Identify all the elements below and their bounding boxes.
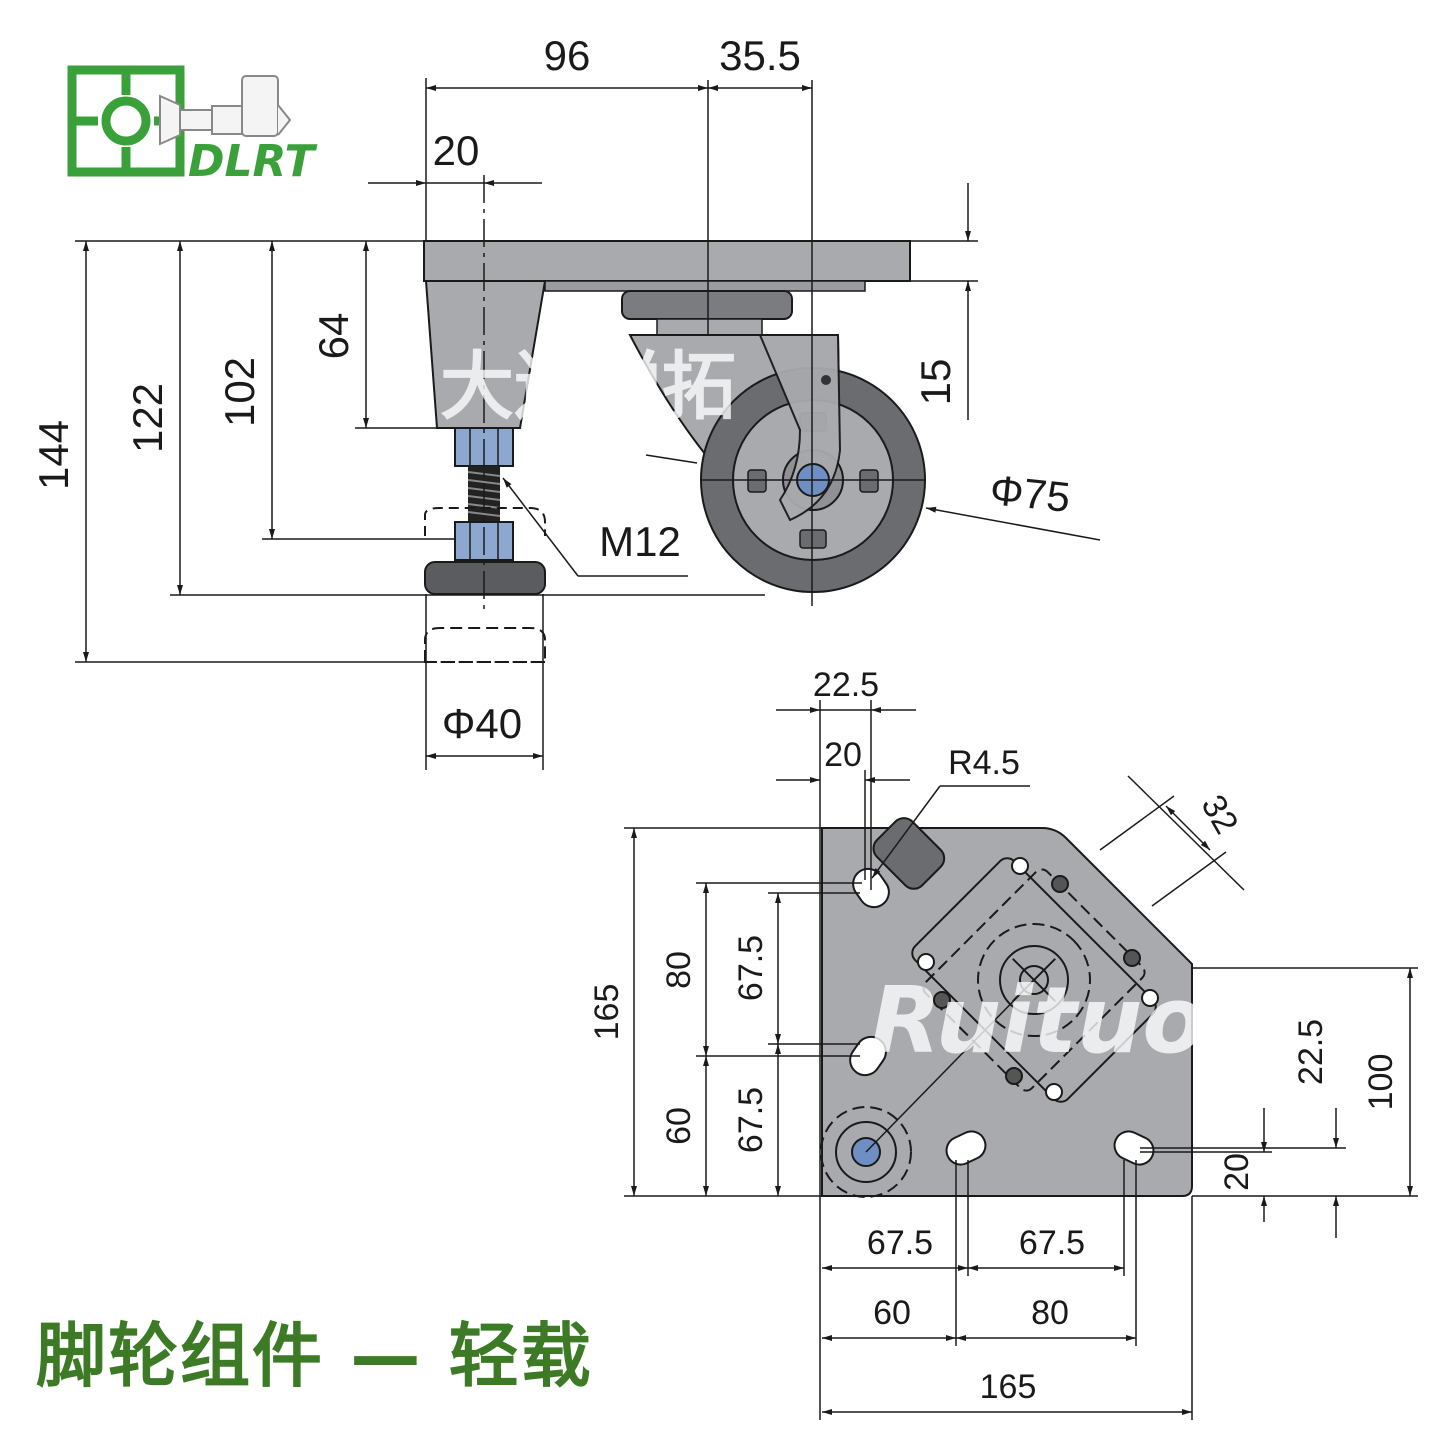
mounting-holes (917, 857, 1159, 1101)
foot-pad (424, 561, 546, 595)
dim-32: 32 (1194, 789, 1246, 841)
dim-60-left: 60 (660, 1107, 698, 1145)
dim-100-right: 100 (1362, 1054, 1400, 1111)
brand-text: DLRT (188, 136, 317, 187)
watermark-cn: 大连锐拓 (440, 344, 736, 430)
dim-r4-5: R4.5 (948, 744, 1020, 782)
brake-pin (821, 375, 831, 385)
page-title: 脚轮组件 — 轻载 (36, 1315, 593, 1397)
dim-67-5-left-a: 67.5 (732, 935, 770, 1001)
dim-122: 122 (124, 383, 171, 453)
dim-35-5: 35.5 (719, 32, 801, 79)
dim-80-bot: 80 (1031, 1294, 1069, 1332)
dim-20: 20 (433, 127, 480, 174)
dim-phi40: Φ40 (442, 700, 522, 747)
swivel-bearing (656, 318, 763, 336)
foot-dashed-outline (424, 507, 546, 536)
side-dimension-lines (75, 78, 1101, 770)
dlrt-logo: DLRT (67, 65, 317, 187)
foot-lowered-dashed (424, 627, 546, 663)
dim-67-5-bot-a: 67.5 (867, 1224, 933, 1262)
dim-80-left: 80 (660, 951, 698, 989)
dim-m12: M12 (599, 518, 681, 565)
dim-64: 64 (310, 313, 357, 360)
dim-144: 144 (30, 420, 77, 490)
leveling-leg-bracket (424, 280, 547, 429)
watermark-en: Ruituo (870, 967, 1206, 1074)
dim-67-5-bot-b: 67.5 (1019, 1224, 1085, 1262)
caster-top-plate (621, 290, 793, 320)
dim-165-left: 165 (588, 984, 626, 1041)
dim-20-right: 20 (1218, 1153, 1256, 1191)
mounting-plate (423, 240, 911, 282)
side-centerlines (483, 80, 925, 610)
side-dimension-texts: 96 35.5 20 144 122 102 64 15 Φ75 M12 Φ40 (30, 32, 1073, 747)
top-dimension-lines (624, 700, 1418, 1420)
dim-102: 102 (216, 357, 263, 427)
screw-icon (159, 75, 292, 146)
caster-side-view (423, 240, 926, 663)
dim-165-bot: 165 (980, 1368, 1037, 1406)
dim-60-bot: 60 (873, 1294, 911, 1332)
dim-15: 15 (912, 359, 959, 406)
top-dimension-texts: 22.5 20 R4.5 32 165 80 67.5 60 67.5 22.5… (588, 666, 1400, 1406)
dim-22-5-right: 22.5 (1292, 1019, 1330, 1085)
dim-22-5-top: 22.5 (813, 666, 879, 704)
plate-underside (544, 280, 866, 292)
dim-20-top: 20 (824, 736, 862, 774)
dim-96: 96 (544, 32, 591, 79)
dim-phi75: Φ75 (988, 466, 1073, 521)
dim-67-5-left-b: 67.5 (732, 1087, 770, 1153)
